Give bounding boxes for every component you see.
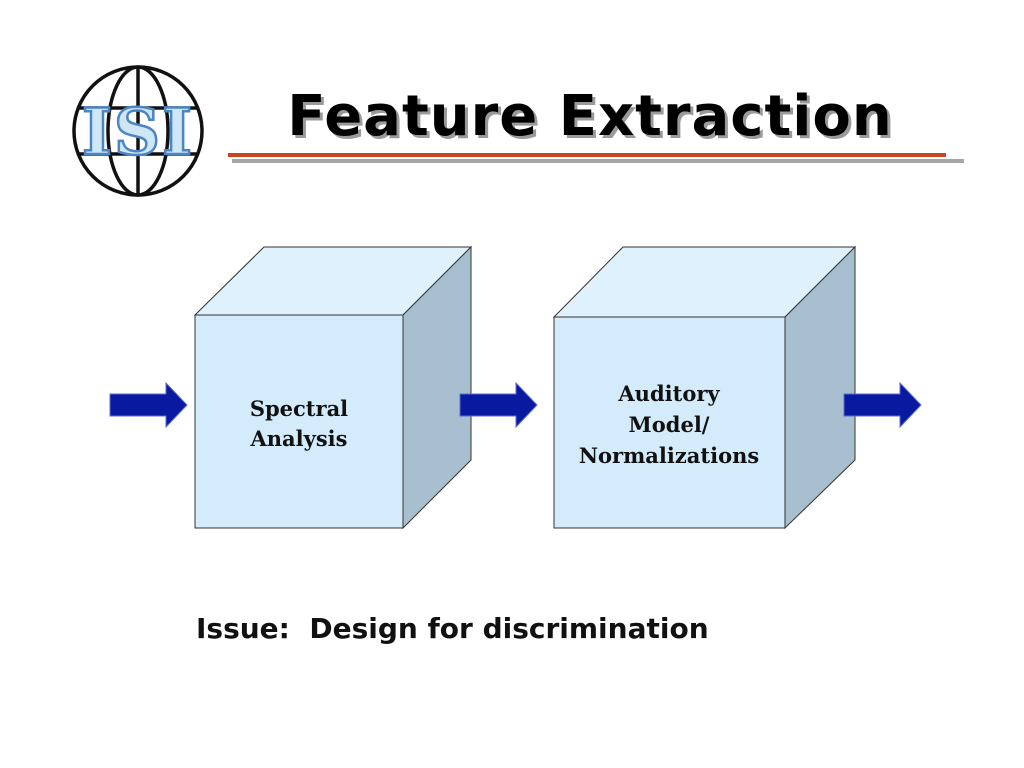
auditory-model-block: Auditory Model/ Normalizations bbox=[552, 245, 857, 530]
block-front-face bbox=[194, 314, 404, 529]
isi-globe-logo-icon: ISI bbox=[68, 58, 208, 204]
block-label-line: Model/ bbox=[629, 412, 710, 437]
logo-letters: ISI bbox=[82, 95, 194, 170]
issue-label: Issue: bbox=[196, 612, 290, 645]
issue-text: Design for discrimination bbox=[309, 612, 709, 645]
block-front-face bbox=[553, 316, 786, 529]
block-label-line: Auditory bbox=[617, 381, 720, 406]
right-arrow-icon bbox=[459, 381, 538, 429]
block-label-line: Normalizations bbox=[579, 443, 759, 468]
spectral-analysis-block: Spectral Analysis bbox=[193, 245, 473, 530]
block-label-line: Spectral bbox=[250, 396, 348, 421]
title-rule-shadow bbox=[232, 159, 964, 163]
issue-line: Issue: Design for discrimination bbox=[196, 612, 709, 645]
right-arrow-icon bbox=[109, 381, 188, 429]
title-rule bbox=[228, 153, 946, 157]
slide-title: Feature Extraction bbox=[287, 84, 893, 149]
block-label-line: Analysis bbox=[250, 426, 348, 451]
right-arrow-icon bbox=[843, 381, 922, 429]
globe-outline bbox=[72, 65, 204, 197]
